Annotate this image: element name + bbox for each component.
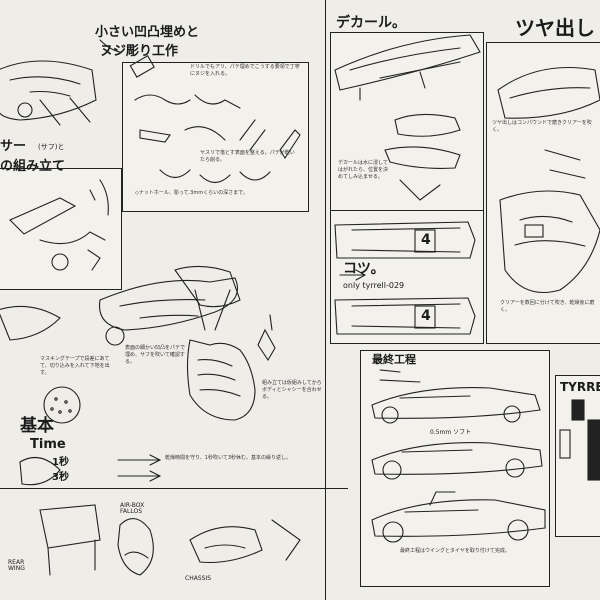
heading-coat: コツ。 [343, 261, 385, 277]
panel-decal [330, 32, 484, 212]
heading-surfacer-note: (サフ)と [38, 143, 65, 151]
note-3: ◇ナットホール、彫って.3mmくらいの深さまで。 [135, 190, 248, 196]
heading-only-model: only tyrrell-029 [343, 281, 405, 290]
label-number-4-b: 4 [421, 308, 431, 324]
label-size-note: 0.5mm ソフト [430, 429, 472, 436]
note-11: クリアーを数回に分けて吹き、乾燥後に磨く。 [500, 300, 595, 313]
panel-coat [330, 210, 484, 344]
heading-brand: TYRRE [560, 380, 600, 394]
panel-basic [0, 388, 348, 489]
note-5: デカールは水に浸してはがれたら、位置を決めてしみ込ませる。 [338, 160, 389, 180]
label-rear-wing: REAR WING [8, 559, 25, 572]
heading-final: 最終工程 [372, 353, 416, 366]
label-step1: 1秒 [52, 457, 69, 468]
note-9: 乾燥時間を守り、1秒吹いて3秒休む。基本の繰り返し。 [165, 455, 292, 461]
heading-filling: 小さい凹凸埋めと [95, 25, 200, 40]
note-1: ドリルでもアリ、パテ埋めでこうする要領で丁寧にヌジを入れる。 [190, 64, 300, 77]
heading-time: Time [30, 437, 66, 452]
heading-decal: デカール。 [336, 15, 406, 31]
note-8: 組み立ては仮組みしてからボディとシャシーを合わせる。 [262, 380, 322, 400]
heading-scribing: ヌジ彫り工作 [100, 44, 179, 59]
divider [325, 0, 327, 600]
label-chassis: CHASSIS [185, 575, 212, 582]
label-number-4: 4 [421, 232, 431, 248]
label-step2: 3秒 [52, 472, 69, 483]
note-7: 表面の細かい凹凸をパテで埋め、サフを吹いて確認する。 [125, 345, 186, 365]
note-2: ヤスリで落とす表面を整える。パテが乾いたら削る。 [200, 150, 295, 163]
heading-assembly: の組み立て [0, 159, 66, 174]
panel-gloss [486, 42, 600, 344]
panel-filling [122, 62, 309, 212]
heading-gloss: ツヤ出し [515, 16, 595, 40]
note-6: ツヤ出しはコンパウンドで磨きクリアーを吹く。 [492, 120, 592, 133]
heading-surfacer: サー [0, 139, 27, 154]
note-4: マスキングテープで段差にあてて、切り込みを入れて下地を出す。 [40, 356, 110, 376]
heading-basic: 基本 [20, 416, 54, 436]
label-air-box: AIR-BOX FALLOS [120, 502, 145, 515]
note-10: 最終工程はウイングとタイヤを取り付けて完成。 [400, 548, 510, 554]
